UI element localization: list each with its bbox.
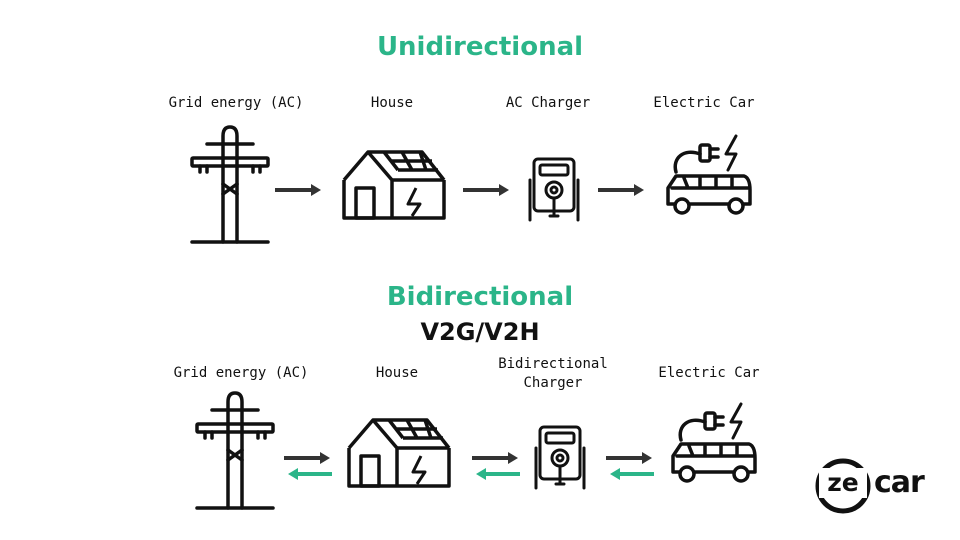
power-pole-icon bbox=[195, 391, 275, 510]
ac-charger-icon bbox=[528, 157, 580, 222]
house-solar-icon bbox=[347, 418, 451, 488]
bidirectional-title: Bidirectional bbox=[386, 282, 574, 312]
grid-label-2: Grid energy (AC) bbox=[173, 365, 309, 381]
arrow-right-icon bbox=[463, 184, 509, 196]
logo-ze-text: ze bbox=[819, 468, 867, 498]
v2g-subtitle: V2G/V2H bbox=[420, 318, 540, 346]
arrow-right-icon bbox=[275, 184, 321, 196]
bidirectional-arrows-icon bbox=[606, 452, 654, 480]
grid-label: Grid energy (AC) bbox=[168, 95, 304, 111]
electric-car-icon bbox=[671, 402, 757, 483]
car-label-2: Electric Car bbox=[658, 365, 760, 381]
zecar-logo: ze car bbox=[814, 456, 944, 518]
ze-logo-mark bbox=[815, 458, 871, 514]
house-solar-icon bbox=[342, 150, 446, 220]
charger-label-line1: Bidirectional bbox=[498, 356, 608, 372]
house-label-2: House bbox=[375, 365, 419, 381]
bidirectional-arrows-icon bbox=[472, 452, 520, 480]
electric-car-icon bbox=[666, 134, 752, 215]
house-label: House bbox=[370, 95, 414, 111]
bidirectional-charger-icon bbox=[534, 425, 586, 490]
logo-car-text: car bbox=[874, 465, 925, 500]
arrow-right-icon bbox=[598, 184, 644, 196]
charger-label: AC Charger bbox=[505, 95, 591, 111]
charger-label-line2: Charger bbox=[523, 375, 583, 391]
bidirectional-arrows-icon bbox=[284, 452, 332, 480]
bidirectional-charger-label: Bidirectional Charger bbox=[463, 355, 643, 393]
power-pole-icon bbox=[190, 125, 270, 244]
car-label: Electric Car bbox=[653, 95, 755, 111]
unidirectional-title: Unidirectional bbox=[376, 32, 584, 62]
